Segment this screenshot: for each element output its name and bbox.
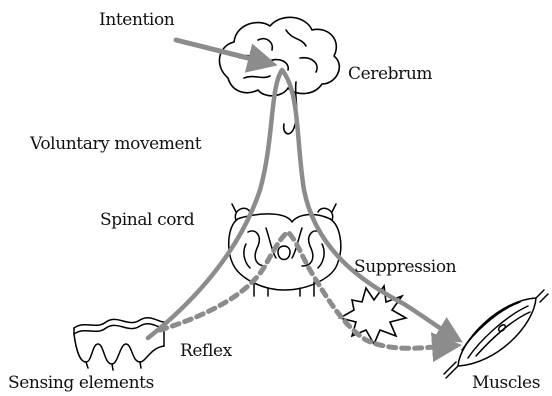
spinal-cord-label: Spinal cord xyxy=(100,210,194,230)
spinal-cord-icon xyxy=(229,204,341,296)
reflex-label: Reflex xyxy=(180,341,232,361)
muscles-label: Muscles xyxy=(472,373,540,393)
voluntary-movement-label: Voluntary movement xyxy=(30,134,201,154)
reflex-path xyxy=(160,232,448,348)
intention-label: Intention xyxy=(99,10,174,30)
sensing-elements-label: Sensing elements xyxy=(8,373,154,393)
pathways xyxy=(148,40,452,348)
skin-icon xyxy=(74,318,164,370)
suppression-burst-icon xyxy=(340,286,406,344)
cerebrum-label: Cerebrum xyxy=(348,64,432,84)
suppression-label: Suppression xyxy=(354,257,456,277)
muscle-icon xyxy=(444,290,548,378)
voluntary-path xyxy=(148,70,452,338)
